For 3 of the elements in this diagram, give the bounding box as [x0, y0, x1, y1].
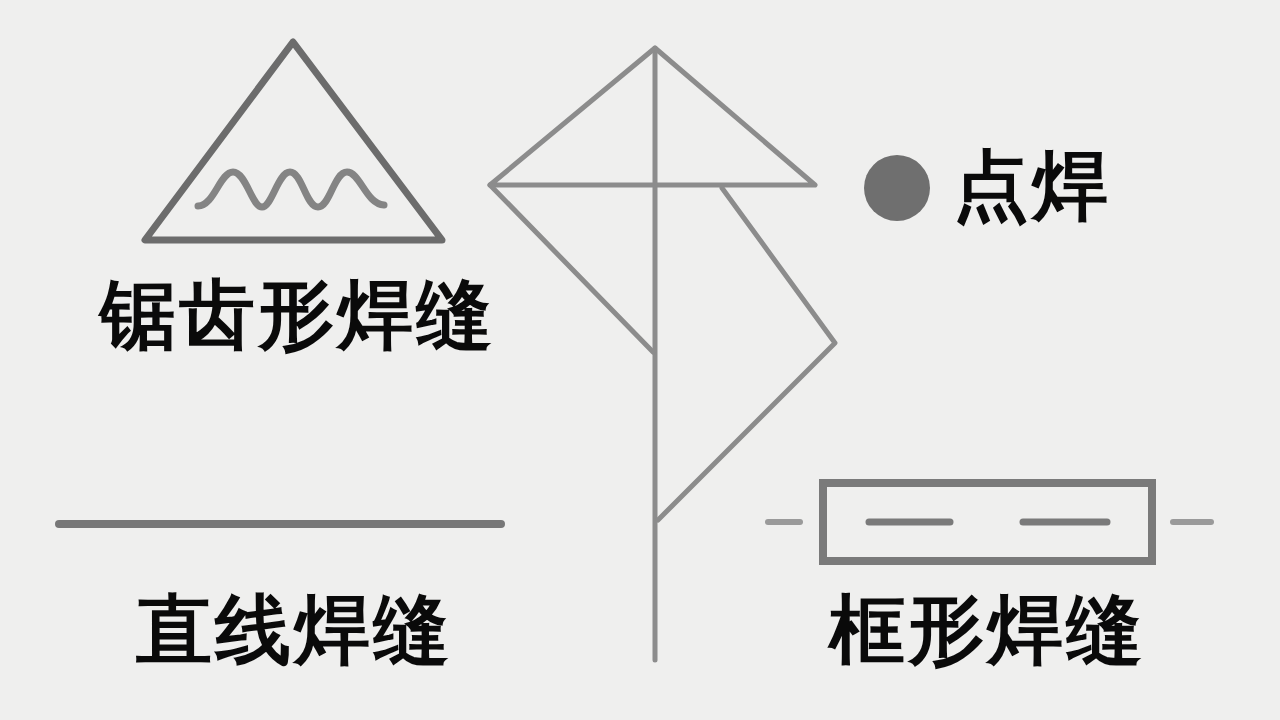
symbol-caption: 框形焊缝	[829, 592, 1145, 668]
symbol-caption: 锯齿形焊缝	[100, 277, 495, 353]
symbol-caption: 直线焊缝	[136, 592, 452, 668]
